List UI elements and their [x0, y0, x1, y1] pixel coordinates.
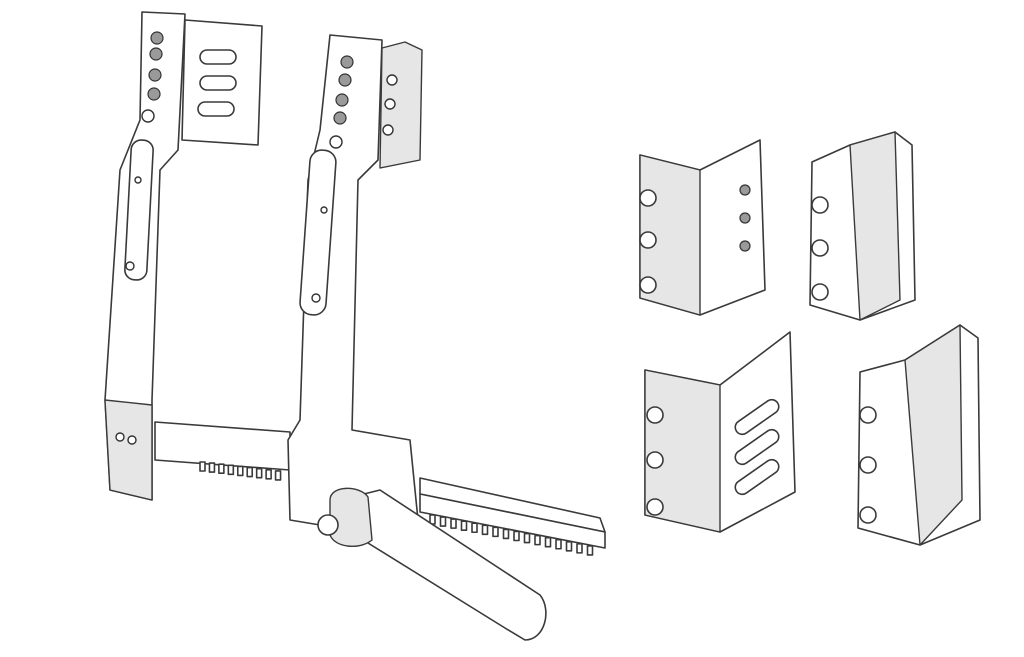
rack-tooth: [227, 464, 235, 476]
rack-tooth: [586, 545, 594, 556]
left-arm: [104, 11, 186, 501]
rack-tooth: [492, 526, 499, 538]
rack-tooth: [265, 468, 272, 480]
blade-2: [809, 131, 916, 321]
rack-tooth: [534, 534, 541, 546]
crank-handle: [317, 487, 547, 641]
rack-tooth: [481, 524, 489, 536]
rack-tooth: [439, 516, 447, 527]
rack-tooth: [565, 541, 573, 552]
rack-tooth: [255, 467, 263, 479]
rack-tooth: [218, 463, 225, 475]
rack-tooth: [246, 466, 254, 478]
right-arm: [287, 34, 419, 531]
rack-tooth: [471, 522, 478, 534]
rack-tooth: [576, 543, 583, 554]
rack-tooth: [199, 461, 206, 472]
rack-tooth: [513, 530, 520, 542]
rack-tooth: [544, 536, 552, 548]
rack-tooth: [555, 538, 562, 550]
right-blade: [379, 41, 423, 169]
blade-1: [639, 139, 766, 316]
rack-tooth: [236, 465, 244, 477]
rack-tooth: [523, 532, 531, 544]
rack-tooth: [502, 528, 510, 540]
blade-4: [857, 324, 981, 546]
rack-tooth: [274, 470, 282, 481]
rack-tooth: [208, 462, 216, 473]
rack-tooth: [460, 520, 468, 531]
rack-bar: [154, 421, 606, 556]
blade-3: [644, 331, 796, 533]
rack-tooth: [450, 518, 457, 529]
left-blade: [181, 19, 263, 146]
